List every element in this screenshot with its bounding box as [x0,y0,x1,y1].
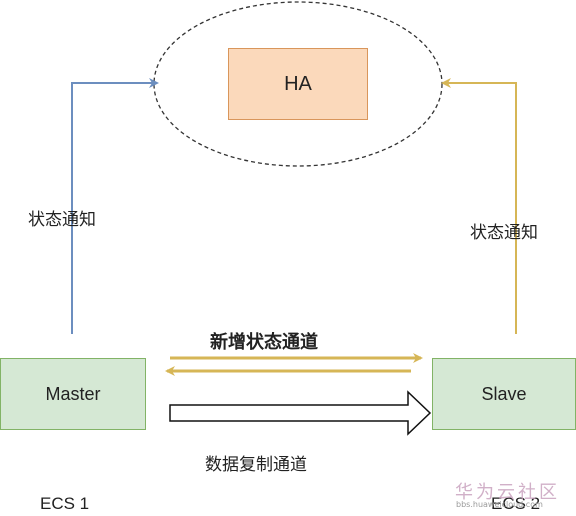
status-notify-label-right: 状态通知 [470,223,538,243]
master-node: Master [0,358,146,430]
status-arrow-right [441,78,517,334]
new-status-channel-label: 新增状态通道 [210,332,318,353]
status-notify-label-left: 状态通知 [28,210,96,230]
data-replication-channel-label: 数据复制通道 [205,455,307,475]
ha-node-label: HA [284,72,312,95]
watermark-url: bbs.huaweicloud.com [456,500,543,509]
ecs1-label: ECS 1 [40,494,90,513]
ecs2-label: ECS 2 [491,494,541,513]
master-node-label: Master [45,383,101,404]
ha-node: HA [228,48,368,120]
status-arrow-left [71,78,159,334]
slave-node: Slave [432,358,576,430]
watermark-text: 华为云社区 [455,482,560,503]
replication-channel-arrow [169,390,432,436]
slave-node-label: Slave [481,383,527,404]
